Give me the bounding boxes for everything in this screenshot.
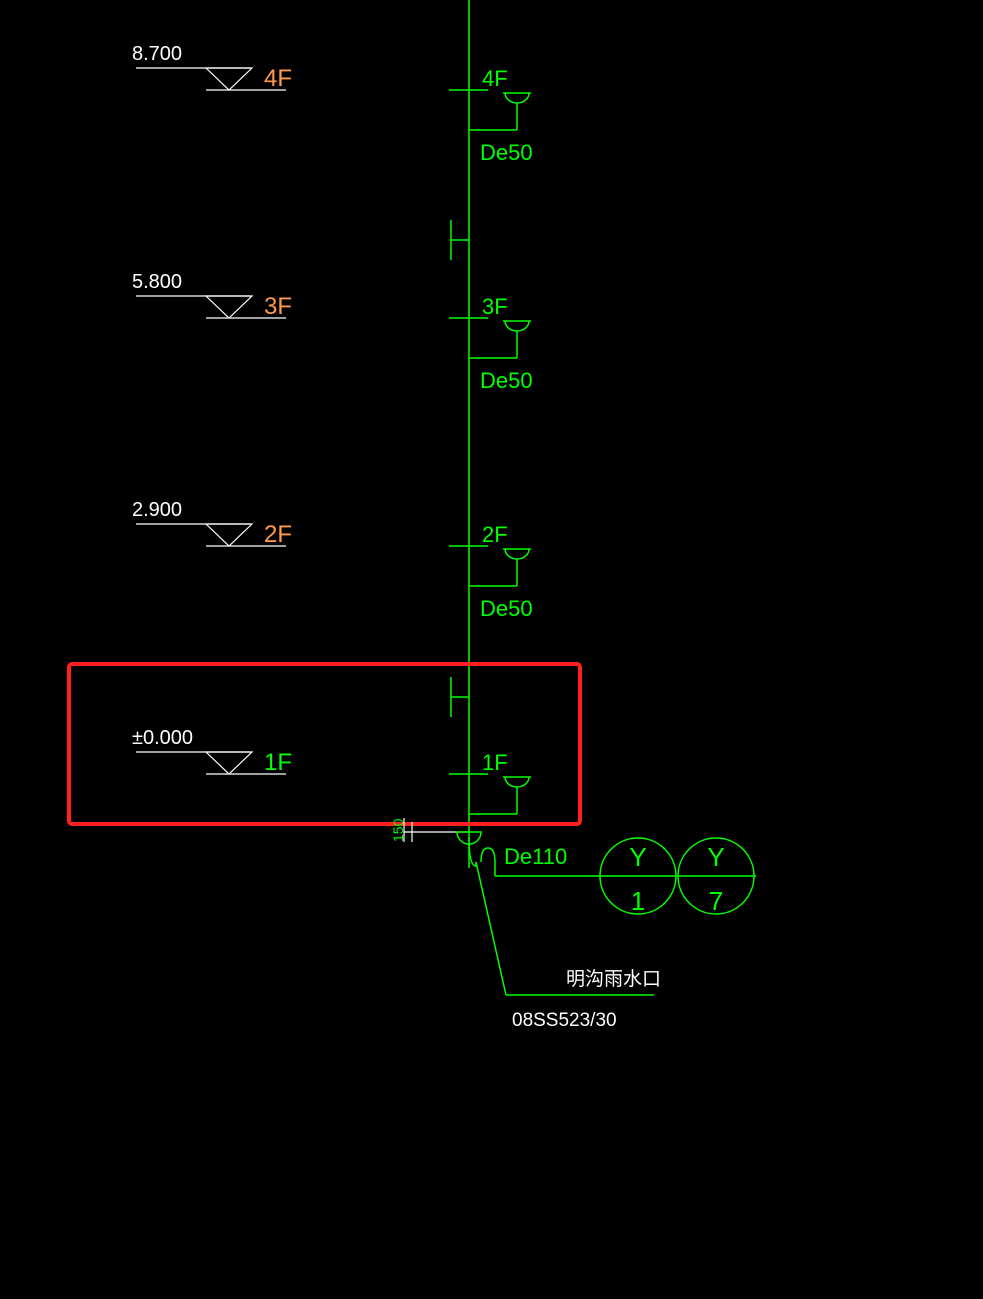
level-1: 5.800 3F 3F De50 bbox=[132, 271, 533, 393]
cleanout-lower bbox=[450, 677, 469, 717]
elevation-label: 8.700 bbox=[132, 43, 182, 65]
pipe-size-label: De50 bbox=[480, 140, 533, 165]
pipe-floor-label: 1F bbox=[482, 750, 508, 775]
floor-label: 2F bbox=[264, 521, 292, 548]
floor-drain-icon bbox=[504, 548, 530, 560]
pipe-floor-label: 3F bbox=[482, 294, 508, 319]
leader-line bbox=[475, 861, 507, 996]
bubble-y7-top: Y bbox=[707, 842, 724, 872]
floor-label: 3F bbox=[264, 293, 292, 320]
level-0: 8.700 4F 4F De50 bbox=[132, 43, 533, 165]
base-trap bbox=[456, 831, 654, 996]
bubble-y1-top: Y bbox=[629, 842, 646, 872]
pipe-size-label: De50 bbox=[480, 368, 533, 393]
outlet-label: 明沟雨水口 bbox=[566, 968, 661, 990]
outlet-size-label: De110 bbox=[504, 844, 567, 869]
floor-label: 4F bbox=[264, 65, 292, 92]
floor-drain-icon bbox=[504, 320, 530, 332]
elevation-label: 5.800 bbox=[132, 271, 182, 293]
bubble-y1-bottom: 1 bbox=[631, 886, 645, 916]
floor-drain-icon bbox=[504, 776, 530, 788]
dimension-label: 150 bbox=[390, 818, 406, 842]
dimension-marker: 150 bbox=[390, 818, 469, 842]
elevation-label: ±0.000 bbox=[132, 727, 193, 749]
floor-label: 1F bbox=[264, 749, 292, 776]
pipe-size-label: De50 bbox=[480, 596, 533, 621]
level-2: 2.900 2F 2F De50 bbox=[132, 499, 533, 621]
level-3: ±0.000 1F 1F bbox=[132, 727, 531, 815]
pipe-floor-label: 4F bbox=[482, 66, 508, 91]
outlet-reference: 08SS523/30 bbox=[512, 1010, 617, 1031]
highlight-box bbox=[67, 662, 582, 826]
bubble-y7: Y 7 bbox=[677, 837, 756, 916]
elevation-label: 2.900 bbox=[132, 499, 182, 521]
cleanout-upper bbox=[450, 220, 469, 260]
floor-drain-icon bbox=[504, 92, 530, 104]
pipe-floor-label: 2F bbox=[482, 522, 508, 547]
bubble-y7-bottom: 7 bbox=[709, 886, 723, 916]
bubble-y1: Y 1 bbox=[599, 837, 677, 916]
